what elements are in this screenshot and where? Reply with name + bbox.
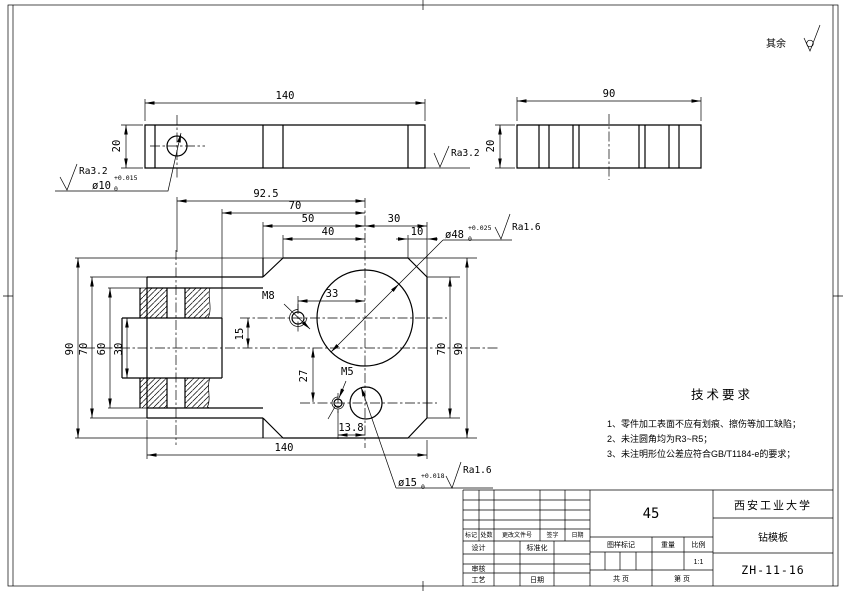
break-lines xyxy=(206,287,211,409)
drawing-frame xyxy=(3,0,843,591)
hole-label: ø10 xyxy=(92,180,111,192)
drawing-number: ZH-11-16 xyxy=(741,563,804,577)
surface-note: 其余 xyxy=(766,24,821,52)
dim-30-top: 30 xyxy=(388,213,401,225)
slot-box xyxy=(121,317,223,379)
hole-tol-low: 0 xyxy=(114,185,118,193)
dim-front-length: 140 xyxy=(276,90,295,102)
m5-hole xyxy=(333,398,343,408)
dim-70-right: 70 xyxy=(436,343,448,356)
dim-140-bottom: 140 xyxy=(275,442,294,454)
pin-hole-circle xyxy=(349,386,383,420)
roughness-icon xyxy=(803,24,821,52)
dim-side-width: 90 xyxy=(603,88,616,100)
roughness-circle-icon xyxy=(806,39,814,48)
hole-leader xyxy=(55,132,182,192)
roughness-icon xyxy=(445,461,462,489)
standardization-label: 标准化 xyxy=(527,543,548,552)
ra-left: Ra3.2 xyxy=(79,166,108,177)
m5-thread-arc xyxy=(331,396,345,410)
bore-tol-up: +0.025 xyxy=(468,224,492,232)
hatch-block xyxy=(185,378,209,408)
surface-note-label: 其余 xyxy=(766,37,786,50)
tech-req-title: 技术要求 xyxy=(691,388,753,402)
tech-req-item: 3、未注明形位公差应符合GB/T1184-e的要求； xyxy=(607,448,795,459)
material-label: 45 xyxy=(643,506,660,522)
pin-label: ø15 xyxy=(398,477,417,489)
roughness-icon xyxy=(59,163,78,191)
dim-70-left: 70 xyxy=(78,343,90,356)
pin-tol-up: +0.018 xyxy=(421,472,445,480)
side-outline xyxy=(516,124,702,169)
m8-label: M8 xyxy=(262,290,275,302)
dim-92-5: 92.5 xyxy=(253,188,278,200)
bore-ra: Ra1.6 xyxy=(512,222,541,233)
roughness-icon xyxy=(433,145,450,168)
dim-27: 27 xyxy=(298,370,310,383)
scale-label: 比例 xyxy=(692,540,706,549)
pattern-mark-label: 图样标记 xyxy=(607,540,635,549)
hatch-block xyxy=(185,288,209,318)
front-view: 140 20 ø10 +0.015 0 Ra3.2 Ra3.2 xyxy=(55,90,480,193)
dim-front-height: 20 xyxy=(111,140,123,153)
sheet-total-label: 共 页 xyxy=(613,574,629,583)
bore-label: ø48 xyxy=(445,229,464,241)
bore-tol-low: 0 xyxy=(468,235,472,243)
header-doc: 更改文件号 xyxy=(502,531,532,539)
title-block-grid xyxy=(462,489,833,586)
design-label: 设计 xyxy=(472,543,486,552)
date-label: 日期 xyxy=(530,576,544,584)
tech-req-item: 1、零件加工表面不应有划痕、擦伤等加工缺陷； xyxy=(607,418,801,429)
dim-13-8: 13.8 xyxy=(338,422,363,434)
bore-circle xyxy=(316,269,414,367)
pin-ra: Ra1.6 xyxy=(463,465,492,476)
hole-tol-up: +0.015 xyxy=(114,174,138,182)
side-inner-edges xyxy=(538,125,680,168)
front-inner-edges xyxy=(154,125,409,168)
dim-10: 10 xyxy=(411,226,424,238)
dim-90-left: 90 xyxy=(64,343,76,356)
roughness-icon xyxy=(494,213,511,240)
side-view: 90 20 xyxy=(485,88,702,180)
tech-req-item: 2、未注圆角均为R3~R5； xyxy=(607,433,712,444)
dim-side-height: 20 xyxy=(485,140,497,153)
m5-label: M5 xyxy=(341,366,354,378)
hatch-block xyxy=(140,288,167,318)
dim-90-right: 90 xyxy=(453,343,465,356)
part-name: 钻模板 xyxy=(758,531,788,544)
audit-label: 审核 xyxy=(472,564,486,573)
plan-view: 92.5 70 50 40 30 10 33 15 27 13.8 90 70 … xyxy=(64,188,541,491)
header-mark: 标记 xyxy=(465,531,477,539)
pin-tol-low: 0 xyxy=(421,483,425,491)
hatch-block xyxy=(140,378,167,408)
header-date: 日期 xyxy=(571,531,583,539)
ra-right: Ra3.2 xyxy=(451,148,480,159)
dim-33: 33 xyxy=(326,288,339,300)
scale-value: 1:1 xyxy=(694,559,704,566)
title-block: 标记 处数 更改文件号 签字 日期 设计 标准化 审核 工艺 日期 45 图样标… xyxy=(462,489,833,586)
technical-requirements: 技术要求 1、零件加工表面不应有划痕、擦伤等加工缺陷； 2、未注圆角均为R3~R… xyxy=(607,388,801,459)
process-label: 工艺 xyxy=(472,576,486,584)
organization-name: 西安工业大学 xyxy=(734,498,812,512)
header-count: 处数 xyxy=(480,531,492,539)
dim-15: 15 xyxy=(234,328,246,341)
weight-label: 重量 xyxy=(661,541,675,549)
outer-border xyxy=(7,4,839,587)
dim-30-left: 30 xyxy=(113,343,125,356)
header-sign: 签字 xyxy=(546,531,558,539)
inner-border xyxy=(12,5,834,586)
centering-marks xyxy=(3,0,843,591)
sheet-index-label: 第 页 xyxy=(674,574,690,583)
dim-50: 50 xyxy=(302,213,315,225)
dim-60: 60 xyxy=(96,343,108,356)
dim-40: 40 xyxy=(322,226,335,238)
dim-70-top: 70 xyxy=(289,200,302,212)
